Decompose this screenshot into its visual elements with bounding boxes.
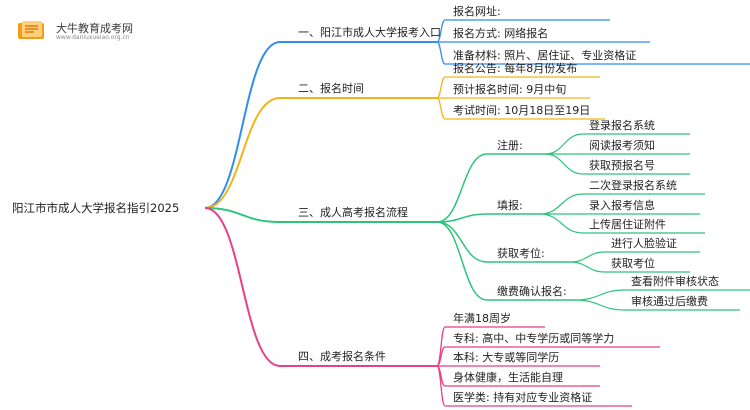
leaf-item: 获取预报名号 xyxy=(589,158,655,172)
leaf-connector xyxy=(544,153,584,175)
branch-connector xyxy=(204,41,281,209)
leaf-item: 报名公告: 每年8月份发布 xyxy=(453,61,577,75)
leaf-connector xyxy=(574,289,626,301)
group-connector xyxy=(436,213,488,223)
logo-title: 大牛教育成考网 xyxy=(56,22,133,35)
leaf-item: 身体健康，生活能自理 xyxy=(453,370,563,384)
branch-label: 二、报名时间 xyxy=(298,81,364,95)
leaf-connector xyxy=(436,326,446,367)
group-connector xyxy=(436,153,488,223)
leaf-connector xyxy=(539,193,584,215)
branch-label: 一、阳江市成人大学报考入口 xyxy=(298,25,441,39)
leaf-connector xyxy=(436,76,446,99)
branch-connector xyxy=(204,207,281,367)
leaf-item: 专科: 高中、中专学历或同等学力 xyxy=(453,331,614,345)
group-label: 获取考位: xyxy=(497,246,545,260)
leaf-connector xyxy=(574,299,626,311)
leaf-item: 登录报名系统 xyxy=(589,118,655,132)
group-connector xyxy=(436,221,488,301)
leaf-item: 报名网址: xyxy=(453,4,501,18)
leaf-connector xyxy=(569,261,606,273)
site-logo: 大牛教育成考网 www.daniuxueiao.org.cn xyxy=(10,10,150,46)
leaf-item: 年满18周岁 xyxy=(453,311,511,325)
root-topic: 阳江市市成人大学报名指引2025 xyxy=(12,201,179,215)
leaf-connector xyxy=(569,251,606,263)
leaf-item: 查看附件审核状态 xyxy=(631,274,719,288)
leaf-item: 录入报考信息 xyxy=(589,198,655,212)
group-label: 填报: xyxy=(497,198,523,212)
logo-url: www.daniuxueiao.org.cn xyxy=(56,34,130,41)
group-label: 注册: xyxy=(497,138,523,152)
leaf-item: 预计报名时间: 9月中旬 xyxy=(453,82,566,96)
leaf-item: 获取考位 xyxy=(611,256,655,270)
leaf-item: 本科: 大专或等同学历 xyxy=(453,350,559,364)
leaf-item: 考试时间: 10月18日至19日 xyxy=(453,104,590,117)
leaf-connector xyxy=(436,97,446,120)
leaf-item: 二次登录报名系统 xyxy=(589,178,677,192)
branch-connector xyxy=(204,207,281,223)
branch-label: 三、成人高考报名流程 xyxy=(298,205,408,219)
leaf-item: 医学类: 持有对应专业资格证 xyxy=(453,390,592,404)
book-logo-icon xyxy=(18,21,44,39)
leaf-connector xyxy=(436,41,446,65)
leaf-item: 报名方式: 网络报名 xyxy=(453,26,548,40)
branch-label: 四、成考报名条件 xyxy=(298,349,386,363)
leaf-connector xyxy=(544,133,584,155)
group-label: 缴费确认报名: xyxy=(497,284,567,298)
leaf-item: 阅读报考须知 xyxy=(589,138,655,152)
leaf-item: 进行人脸验证 xyxy=(611,236,677,250)
branch-connector xyxy=(204,97,281,209)
leaf-connector xyxy=(539,213,584,234)
group-connector xyxy=(436,221,488,263)
leaf-connector xyxy=(436,365,446,407)
leaf-item: 上传居住证附件 xyxy=(589,217,666,231)
leaf-item: 准备材料: 照片、居住证、专业资格证 xyxy=(453,48,636,62)
leaf-item: 审核通过后缴费 xyxy=(631,294,708,308)
